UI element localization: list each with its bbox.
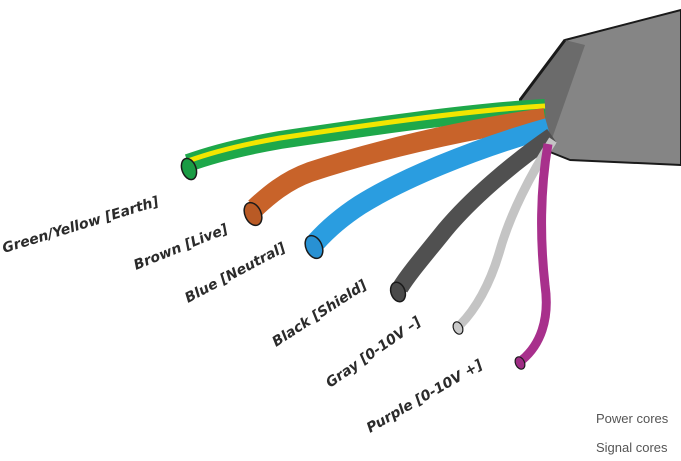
wire-gray (452, 137, 557, 335)
wire-brown-end (243, 201, 263, 227)
legend-power-cores: Power cores (596, 411, 669, 426)
wire-brown (243, 108, 547, 227)
wire-green-yellow-end (180, 157, 198, 181)
wire-blue-end (304, 234, 324, 260)
wire-black-body (392, 129, 557, 293)
wire-black-end (389, 281, 407, 303)
wire-purple-end (514, 356, 526, 370)
label-gray: Gray [0-10V –] (323, 314, 424, 392)
label-green-yellow: Green/Yellow [Earth] (0, 194, 161, 257)
label-black: Black [Shield] (269, 277, 370, 350)
cable-jacket-rim (518, 39, 567, 101)
label-brown: Brown [Live] (132, 221, 231, 274)
wire-black (389, 129, 557, 303)
wire-purple-body (518, 143, 553, 364)
legend-signal-cores: Signal cores (596, 440, 668, 455)
wire-purple (514, 143, 553, 370)
wire-green-yellow-stripe (187, 103, 546, 164)
wire-gray-end (452, 321, 464, 335)
wire-gray-body (456, 137, 557, 329)
wire-blue (304, 118, 551, 260)
label-blue: Blue [Neutral] (182, 240, 289, 307)
label-purple: Purple [0-10V +] (364, 357, 486, 437)
wire-blue-body (308, 118, 551, 249)
wire-brown-body (248, 108, 547, 216)
wire-green-yellow (180, 99, 546, 181)
